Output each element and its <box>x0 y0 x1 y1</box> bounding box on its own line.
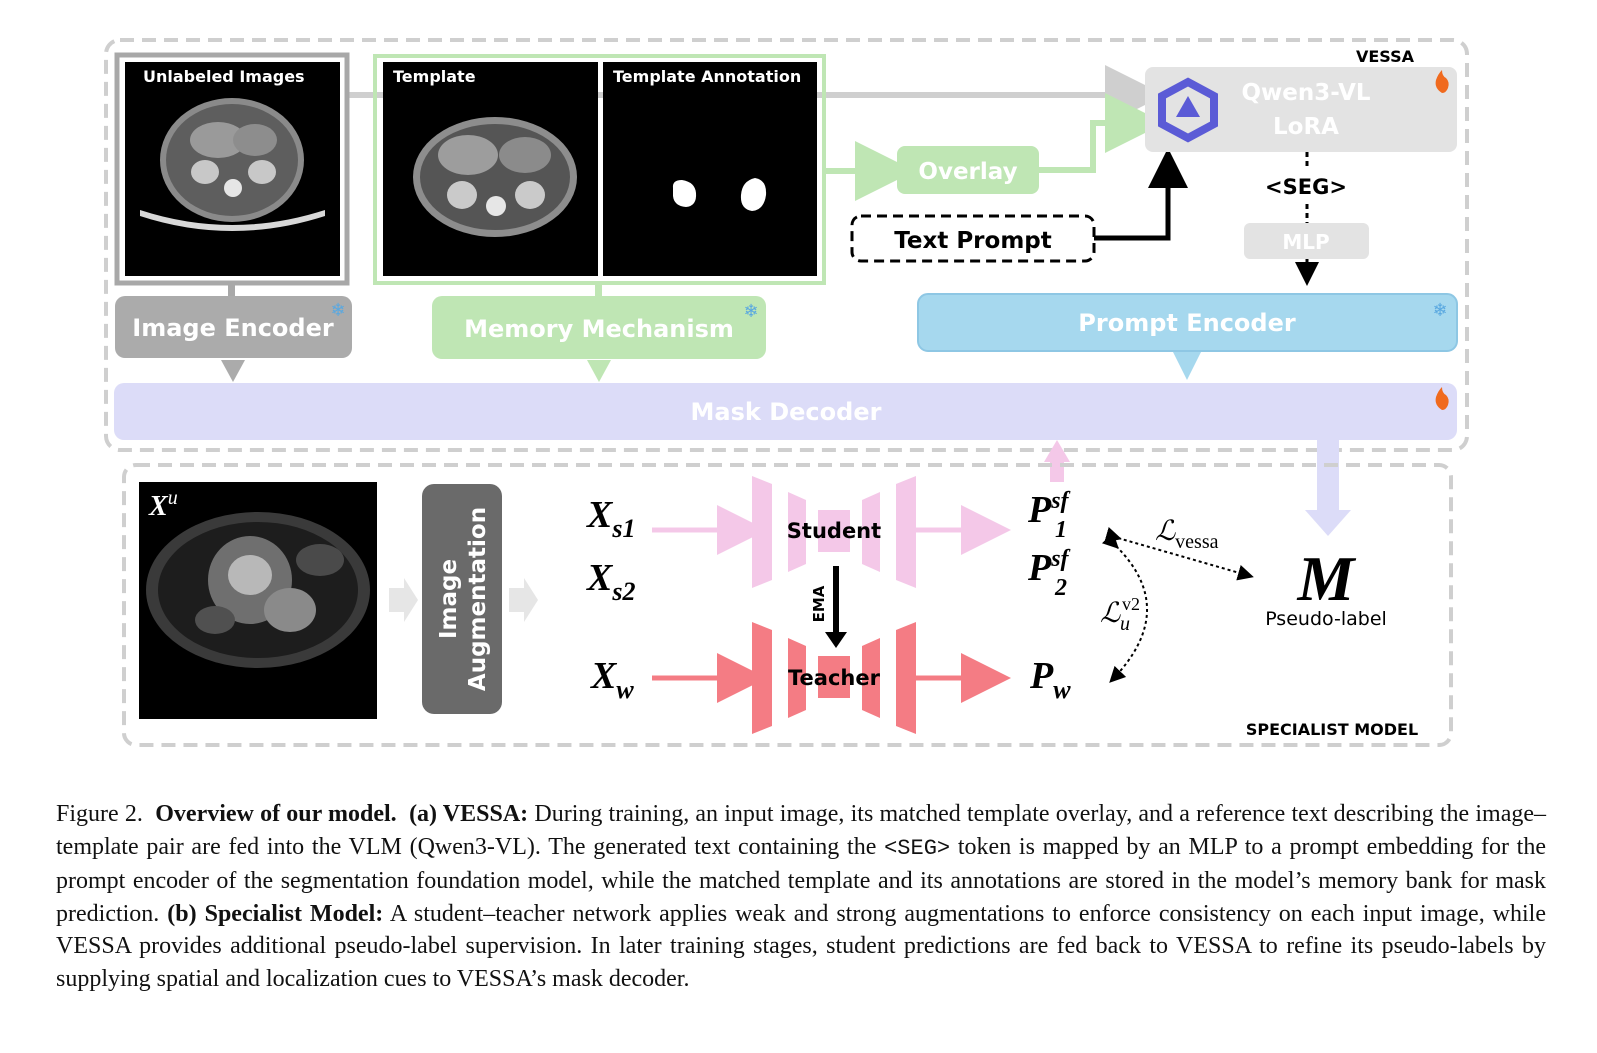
template-annotation-panel: Template Annotation <box>603 62 817 276</box>
pred-p1-sub: 1 <box>1055 517 1067 543</box>
model-overview-diagram: VESSA Unlabeled Images Template Template… <box>104 38 1469 747</box>
qwen-lora-box <box>1145 67 1457 152</box>
view-xw: Xw <box>590 655 634 704</box>
mlp-box <box>1244 223 1369 259</box>
student-network <box>752 476 916 588</box>
specialist-tag: SPECIALIST MODEL <box>1246 720 1418 739</box>
caption-a-text1: During training, an input image, its mat… <box>56 801 1547 860</box>
caption-title: Overview of our model. <box>155 801 397 827</box>
caption-seg-code: <SEG> <box>884 835 951 861</box>
unlabeled-image-panel: Unlabeled Images <box>114 52 350 286</box>
memory-down-arrow <box>587 360 611 382</box>
text-prompt-box <box>850 214 1096 263</box>
overlay-label: Overlay <box>918 159 1017 185</box>
prompt-encoder-box <box>917 293 1458 352</box>
caption-a-label: (a) VESSA: <box>409 801 529 827</box>
ema-label: EMA <box>810 585 828 622</box>
view-xs2: Xs2 <box>586 557 635 606</box>
memory-mechanism-label: Memory Mechanism <box>464 315 734 343</box>
image-encoder-label: Image Encoder <box>132 314 334 342</box>
image-to-augmentation-arrow <box>389 578 418 622</box>
view-xs1: Xs1 <box>586 494 635 543</box>
loss-u-sub: u <box>1120 613 1130 635</box>
snowflake-icon: ❄ <box>743 301 758 322</box>
overlay-box <box>897 146 1039 194</box>
specialist-panel-border <box>122 463 1453 747</box>
overlay-to-qwen-arrow <box>1039 93 1165 173</box>
prompt-down-arrow <box>1173 352 1201 380</box>
teacher-label: Teacher <box>788 666 881 690</box>
mlp-label: MLP <box>1282 230 1329 254</box>
loss-vessa-label: ℒvessa <box>1155 516 1219 553</box>
pred-p2-sub: 2 <box>1054 575 1067 601</box>
pseudo-label-text: Pseudo-label <box>1265 608 1387 630</box>
template-image-panel: Template <box>383 62 598 276</box>
text-prompt-label: Text Prompt <box>894 228 1052 254</box>
qwen-title: Qwen3-VL <box>1241 80 1370 106</box>
seg-token: <SEG> <box>1265 175 1347 199</box>
flame-icon <box>1435 70 1449 93</box>
flame-icon <box>1435 387 1449 410</box>
student-feedback-arrow <box>1044 440 1070 462</box>
loss-u-sup: v2 <box>1122 594 1140 614</box>
caption-fig: Figure 2. <box>56 801 143 827</box>
loss-u-arrow <box>1101 531 1148 683</box>
loss-u-label: ℒ <box>1100 598 1121 629</box>
snowflake-icon: ❄ <box>330 300 345 321</box>
student-label: Student <box>787 519 881 543</box>
prompt-encoder-label: Prompt Encoder <box>1078 309 1296 337</box>
image-encoder-box <box>115 296 352 358</box>
caption-b-label: (b) Specialist Model: <box>167 900 384 927</box>
vessa-tag: VESSA <box>1356 47 1415 66</box>
template-label: Template <box>393 67 476 86</box>
qwen-logo-icon <box>1158 77 1218 143</box>
snowflake-icon: ❄ <box>1432 300 1447 321</box>
figure-caption: Figure 2. Overview of our model. (a) VES… <box>56 798 1546 995</box>
pred-p2: Psf <box>1027 546 1071 589</box>
decoder-to-pseudo-arrow <box>1305 510 1351 536</box>
image-augmentation-box <box>422 484 502 714</box>
memory-mechanism-box <box>432 296 766 359</box>
image-encoder-down-arrow <box>221 360 245 382</box>
mask-decoder-box <box>114 383 1457 440</box>
template-annotation-label: Template Annotation <box>613 67 801 86</box>
vessa-panel-border <box>104 38 1469 452</box>
caption-b-text: A student–teacher network applies weak a… <box>56 900 1546 992</box>
loss-vessa-arrow <box>1104 526 1254 581</box>
pseudo-label-symbol: M <box>1297 543 1357 614</box>
augmentation-line1: Image <box>436 559 462 639</box>
teacher-network <box>752 622 916 734</box>
caption-a-text2: token is mapped by an MLP to a prompt em… <box>56 833 1547 927</box>
text-prompt-to-qwen-arrow <box>1094 148 1188 241</box>
mask-decoder-label: Mask Decoder <box>691 398 882 426</box>
mri-input-image <box>139 482 377 719</box>
augmentation-to-views-arrow <box>509 578 538 622</box>
qwen-subtitle: LoRA <box>1273 114 1339 140</box>
pred-pw: Pw <box>1029 655 1071 704</box>
augmentation-line2: Augmentation <box>465 507 491 691</box>
unlabeled-images-label: Unlabeled Images <box>143 67 305 86</box>
pred-p1: Psf <box>1027 488 1071 531</box>
input-symbol: Xu <box>148 487 178 522</box>
